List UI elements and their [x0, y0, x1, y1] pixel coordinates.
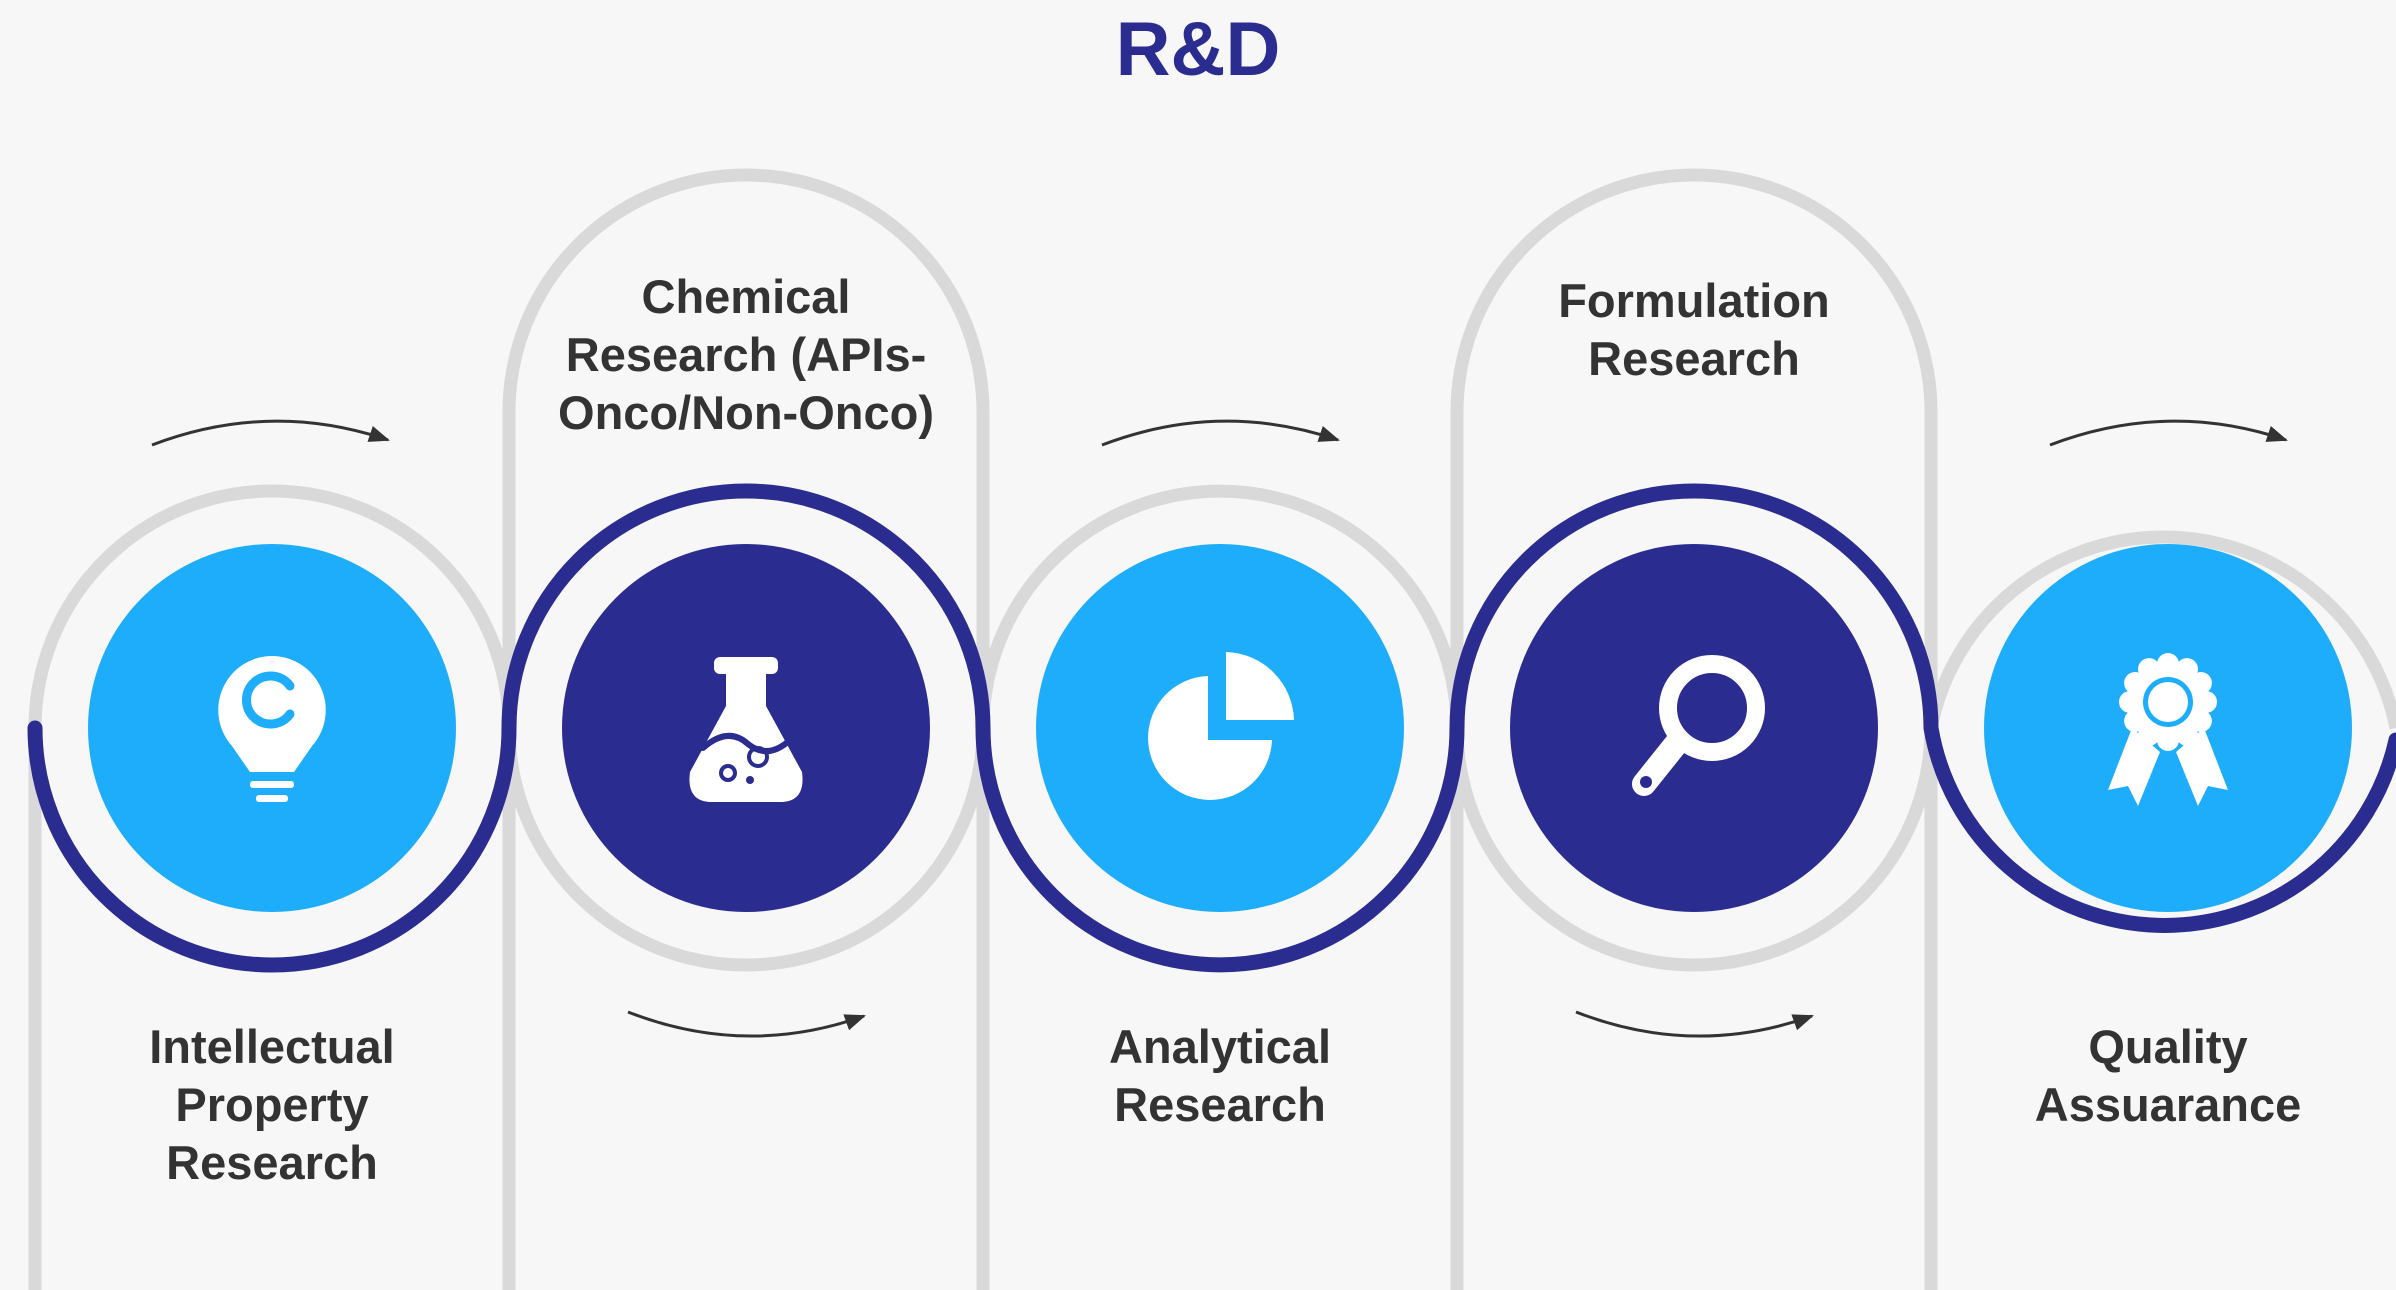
pie-chart-icon: [1148, 652, 1294, 800]
step-label-3: Analytical Research: [1108, 1020, 1332, 1131]
step-label-1: Intellectual Property Research: [149, 1020, 395, 1189]
capsule-outline-3: [976, 484, 1464, 1290]
step-label-4: Formulation Research: [1558, 274, 1830, 385]
step-label-5: Quality Assuarance: [2034, 1020, 2302, 1131]
flow-arrows: [151, 419, 2288, 1038]
lightbulb-copyright-icon: [218, 656, 326, 802]
diagram-title: R&D: [1115, 7, 1281, 92]
flask-icon: [689, 657, 803, 802]
capsule-outline-1: [28, 484, 516, 1290]
connector-wave-ring: [27, 483, 2396, 973]
flow-arrow-3: [1101, 419, 1340, 447]
step-circle-4: [1510, 544, 1878, 912]
flow-arrow-5: [2049, 419, 2288, 447]
capsule-outline-5: [1924, 530, 2396, 1290]
flow-arrow-1: [151, 419, 390, 447]
flow-arrow-4: [1575, 1010, 1814, 1038]
magnifier-icon: [1632, 655, 1765, 796]
step-label-2: Chemical Research (APIs- Onco/Non-Onco): [558, 270, 934, 439]
award-ribbon-icon: [2108, 653, 2228, 806]
step-circle-3: [1036, 544, 1404, 912]
flow-arrow-2: [627, 1010, 866, 1038]
